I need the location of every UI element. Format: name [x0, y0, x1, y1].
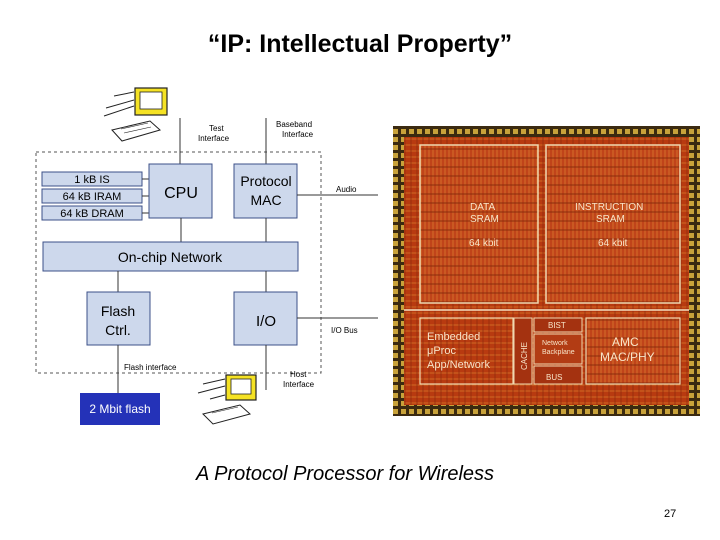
die-labels: DATA SRAM 64 kbit INSTRUCTION SRAM 64 kb… — [427, 202, 655, 382]
data-sram-label: DATA — [470, 202, 496, 213]
instruction-sram-label: INSTRUCTION — [575, 202, 643, 213]
network-backplane-label: Network — [542, 340, 568, 347]
on-chip-network-label: On-chip Network — [118, 249, 223, 265]
svg-text:Backplane: Backplane — [542, 349, 575, 356]
svg-text:SRAM: SRAM — [470, 214, 499, 225]
data-sram-region — [419, 144, 539, 304]
flash-chip-block — [80, 393, 160, 425]
die-photo — [393, 126, 700, 416]
on-chip-network-block — [42, 241, 299, 272]
cpu-label: CPU — [164, 185, 198, 202]
audio-label: Audio — [336, 185, 357, 194]
bist-label: BIST — [548, 321, 566, 330]
bus-label: BUS — [546, 373, 562, 382]
cache-label: CACHE — [520, 342, 529, 370]
flash-interface-label: Flash interface — [124, 363, 177, 372]
embedded-label: Embedded — [427, 331, 480, 343]
network-backplane-region — [533, 333, 583, 365]
embedded-region — [419, 317, 514, 385]
instruction-sram-region — [545, 144, 681, 304]
computer-icon-test — [103, 87, 168, 142]
chip-boundary — [35, 151, 322, 374]
cpu-block — [148, 163, 213, 219]
cache-region — [513, 317, 533, 385]
memory-label-is: 1 kB IS — [74, 174, 109, 186]
memory-stack: 1 kB IS 64 kB IRAM 64 kB DRAM — [41, 171, 143, 221]
amc-region — [585, 317, 681, 385]
amc-label: AMC — [612, 335, 639, 349]
page-number: 27 — [664, 508, 677, 520]
computer-icon-host — [197, 374, 257, 425]
memory-label-dram: 64 kB DRAM — [60, 208, 124, 220]
bist-region — [533, 317, 583, 333]
flash-chip-label: 2 Mbit flash — [89, 402, 150, 416]
svg-text:SRAM: SRAM — [596, 214, 625, 225]
svg-text:MAC/PHY: MAC/PHY — [600, 350, 655, 364]
io-bus-label: I/O Bus — [331, 326, 358, 335]
slide-title: “IP: Intellectual Property” — [207, 30, 513, 58]
svg-text:App/Network: App/Network — [427, 359, 490, 371]
slide-caption: A Protocol Processor for Wireless — [196, 463, 495, 485]
io-block — [233, 291, 298, 346]
instruction-size-label: 64 kbit — [598, 238, 628, 249]
svg-text:μProc: μProc — [427, 345, 456, 357]
bus-region — [533, 365, 583, 385]
memory-label-iram: 64 kB IRAM — [63, 191, 122, 203]
data-size-label: 64 kbit — [469, 238, 499, 249]
io-label: I/O — [256, 313, 276, 330]
